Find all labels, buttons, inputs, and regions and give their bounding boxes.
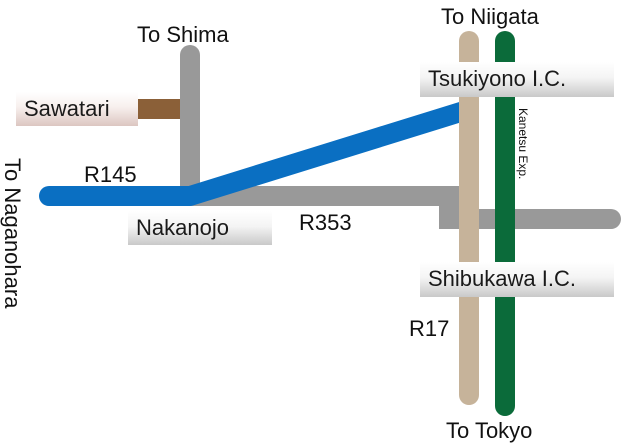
- road-label-r353: R353: [299, 210, 352, 235]
- place-sawatari: Sawatari: [16, 92, 138, 126]
- destination-naganohara: To Naganohara: [0, 158, 25, 309]
- destination-tokyo: To Tokyo: [446, 418, 533, 443]
- place-nakanojo: Nakanojo: [128, 211, 272, 245]
- road-label-r17: R17: [409, 316, 450, 341]
- road-r353: [180, 186, 621, 229]
- destination-niigata: To Niigata: [441, 4, 539, 29]
- road-label-kanetsu-expressway: Kanetsu Exp.: [516, 108, 530, 180]
- road-label-r145: R145: [84, 162, 137, 187]
- destination-shima: To Shima: [137, 22, 229, 47]
- place-tsukiyono-ic: Tsukiyono I.C.: [420, 62, 614, 97]
- place-shibukawa-ic: Shibukawa I.C.: [420, 262, 614, 297]
- road-r145: [39, 100, 477, 206]
